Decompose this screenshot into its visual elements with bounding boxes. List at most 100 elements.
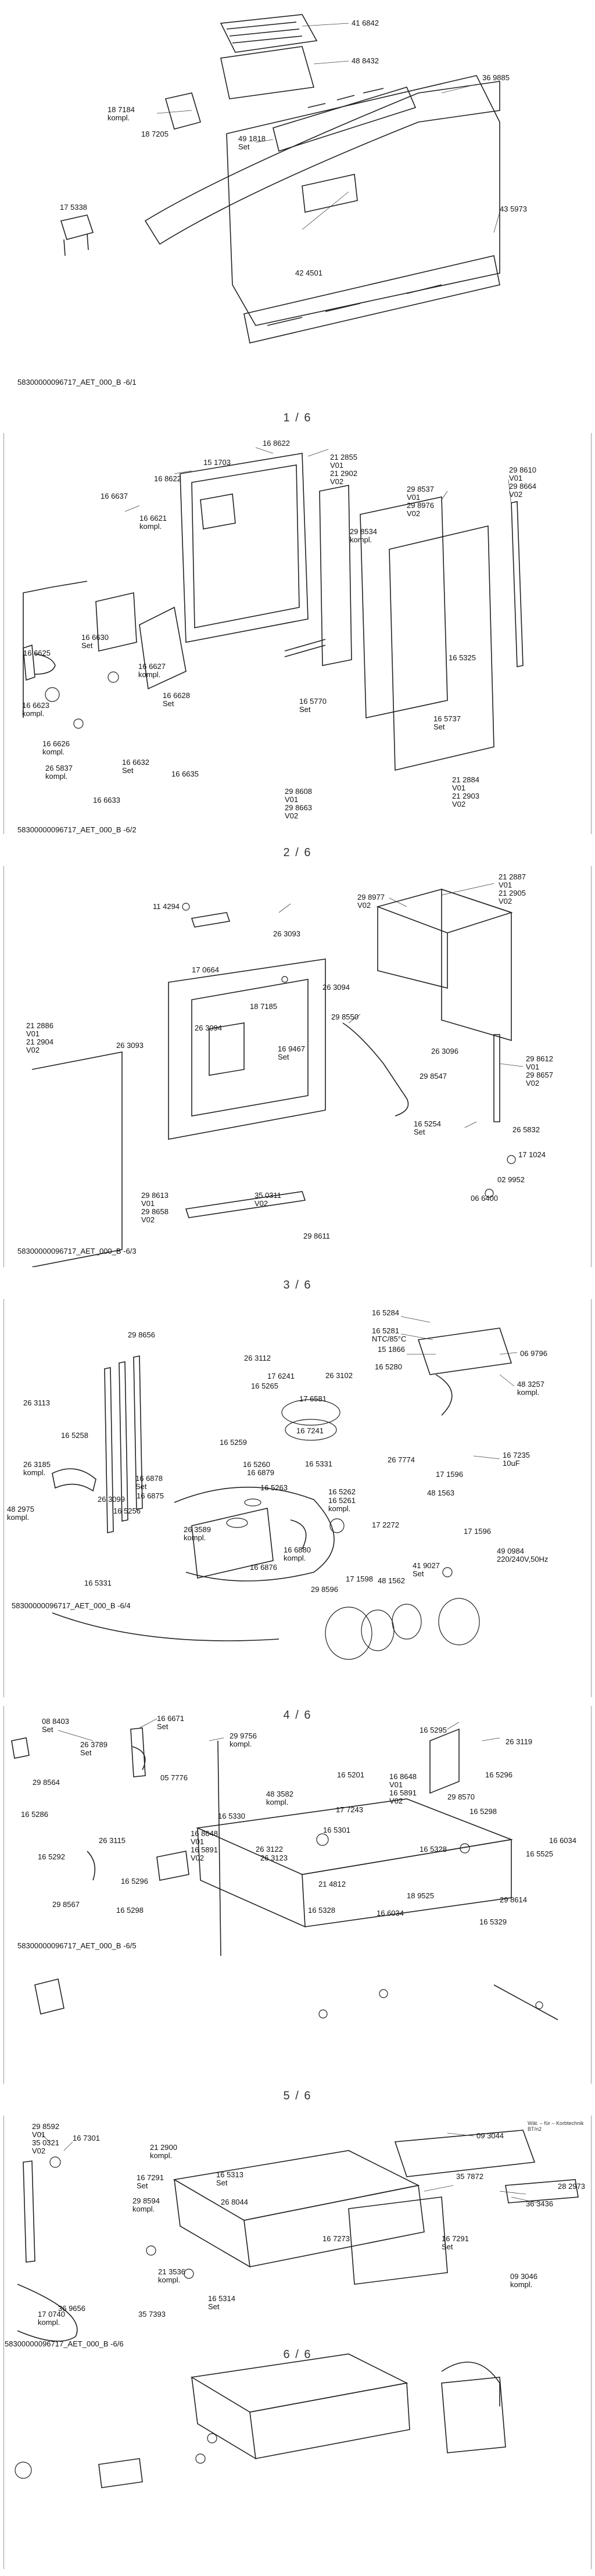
sheet-footer: 58300000096717_AET_000_B -6/4	[12, 1601, 131, 1610]
part-label: 26 3119	[506, 1737, 533, 1746]
page-number: 2 / 6	[283, 846, 312, 859]
part-label: 16 5296	[485, 1770, 512, 1779]
part-label: 29 8977 V02	[357, 893, 385, 910]
part-label: 16 5284	[372, 1308, 399, 1317]
part-label: 16 8622	[263, 439, 290, 448]
part-label: 16 6637	[101, 492, 128, 500]
part-label: 16 5328	[308, 1906, 335, 1915]
part-label: 16 5331	[84, 1579, 112, 1587]
sheet-2-drawing	[23, 447, 524, 771]
part-label: 16 6630 Set	[81, 633, 109, 650]
part-label: 48 2975 kompl.	[7, 1505, 34, 1522]
part-label: 15 1703	[203, 458, 231, 467]
part-label: 16 5281 NTC/85°C	[372, 1326, 407, 1343]
part-label: 16 6878 Set	[135, 1474, 163, 1491]
part-label: 06 6400	[471, 1194, 498, 1203]
part-label: 16 6880 kompl.	[284, 1545, 311, 1562]
sheet-6-drawing	[15, 2130, 579, 2488]
part-label: 16 5329	[479, 1917, 507, 1926]
part-label: 16 6628 Set	[163, 691, 190, 708]
part-label: 16 5314 Set	[208, 2294, 235, 2311]
part-label: 29 8592 V01 35 0321 V02	[32, 2122, 59, 2155]
part-label: 17 1598	[346, 1575, 373, 1583]
part-label: 16 5328	[420, 1845, 447, 1854]
part-label: 26 3094	[195, 1024, 222, 1032]
part-label: 49 1818 Set	[238, 134, 266, 151]
part-label: 49 0984 220/240V,50Hz	[497, 1547, 549, 1564]
part-label: 29 8612 V01 29 8657 V02	[526, 1054, 553, 1087]
part-label: 16 9467 Set	[278, 1044, 305, 1061]
sheet-footer: 58300000096717_AET_000_B -6/2	[17, 825, 137, 834]
part-label: 16 6034	[377, 1909, 404, 1917]
part-label: 16 5292	[38, 1852, 65, 1861]
part-label: 42 4501	[295, 269, 322, 277]
part-label: 16 6879	[247, 1468, 274, 1477]
part-label: 16 8648 V01 16 5891 V02	[191, 1829, 218, 1862]
part-label: 18 7205	[141, 130, 169, 138]
diagram-sheet-4: 16 5284 16 5281 NTC/85°C 15 1866 16 5280…	[0, 1299, 595, 1697]
part-label: 21 2886 V01 21 2904 V02	[26, 1021, 53, 1054]
part-label: 26 3093	[273, 929, 300, 938]
part-label: 21 2884 V01 21 2903 V02	[452, 775, 479, 808]
part-label: 16 5298	[469, 1807, 497, 1816]
part-label: 16 5262	[328, 1487, 356, 1496]
part-label: 16 7273	[322, 2234, 350, 2243]
part-label: 16 5298	[116, 1906, 144, 1915]
sheet-3-drawing	[31, 883, 524, 1267]
part-label: 16 5261 kompl.	[328, 1496, 356, 1513]
part-label: 35 0311 V02	[255, 1191, 282, 1208]
part-label: 18 7184 kompl.	[107, 105, 135, 122]
part-label: 29 8594 kompl.	[132, 2196, 160, 2213]
part-label: 16 6621 kompl.	[139, 514, 167, 531]
part-label: 29 8550	[331, 1012, 359, 1021]
part-label: 16 7291 Set	[137, 2173, 164, 2190]
part-label: 29 8564	[33, 1778, 60, 1787]
part-label: 21 2887 V01 21 2905 V02	[499, 872, 526, 906]
part-label: 17 5338	[60, 203, 87, 212]
part-label: 16 7301	[73, 2134, 100, 2142]
part-label: 16 6632 Set	[122, 758, 149, 775]
part-label: 29 8613 V01 29 8658 V02	[141, 1191, 169, 1224]
part-label: 26 3115	[99, 1836, 126, 1845]
part-label: 16 5259	[220, 1438, 247, 1447]
part-label: 16 6623 kompl.	[22, 701, 49, 718]
part-label: 16 7241	[296, 1426, 324, 1435]
page-number: 4 / 6	[283, 1709, 312, 1722]
part-label: 16 6626 kompl.	[42, 739, 70, 756]
part-label: 16 6627 kompl.	[138, 662, 166, 679]
part-label: 18 9525	[407, 1891, 434, 1900]
part-label: 16 6625	[23, 649, 51, 657]
sheet-footer: 58300000096717_AET_000_B -6/5	[17, 1941, 137, 1950]
part-label: 16 5325	[449, 653, 476, 662]
note-text: Wät. – für – Korbtechnik BT/n2	[528, 2120, 584, 2132]
part-label: 16 7235 10uF	[503, 1451, 530, 1468]
part-label: 29 8534 kompl.	[350, 527, 377, 544]
part-label: 26 3102	[325, 1371, 353, 1380]
part-label: 17 7243	[336, 1805, 363, 1814]
part-label: 16 6633	[93, 796, 120, 804]
part-label: 26 3112	[244, 1354, 271, 1362]
part-label: 26 8044	[221, 2198, 248, 2206]
part-label: 26 3094	[322, 983, 350, 992]
part-label: 16 5256	[113, 1507, 141, 1515]
part-label: 16 5330	[218, 1812, 245, 1820]
part-label: 17 6241	[267, 1372, 295, 1380]
part-label: 16 5265	[251, 1382, 278, 1390]
part-label: 29 8567	[52, 1900, 80, 1909]
part-label: 29 8596	[311, 1585, 338, 1594]
part-label: 43 5973	[500, 205, 527, 213]
sheet-footer: 58300000096717_AET_000_B -6/3	[17, 1247, 137, 1255]
sheet-footer: 58300000096717_AET_000_B -6/6	[5, 2339, 124, 2348]
part-label: 48 3257 kompl.	[517, 1380, 544, 1397]
part-label: 08 8403 Set	[42, 1717, 69, 1734]
part-label: 02 9952	[497, 1175, 525, 1184]
part-label: 16 5201	[337, 1770, 364, 1779]
part-label: 41 6842	[352, 19, 379, 27]
part-label: 21 4812	[318, 1880, 346, 1888]
part-label: 29 8608 V01 29 8663 V02	[285, 787, 312, 820]
part-label: 09 3044	[476, 2131, 504, 2140]
part-label: 28 2973	[558, 2182, 585, 2191]
part-label: 17 0740 kompl.	[38, 2310, 65, 2327]
part-label: 16 6671 Set	[157, 1714, 184, 1731]
part-label: 16 5301	[323, 1826, 350, 1834]
